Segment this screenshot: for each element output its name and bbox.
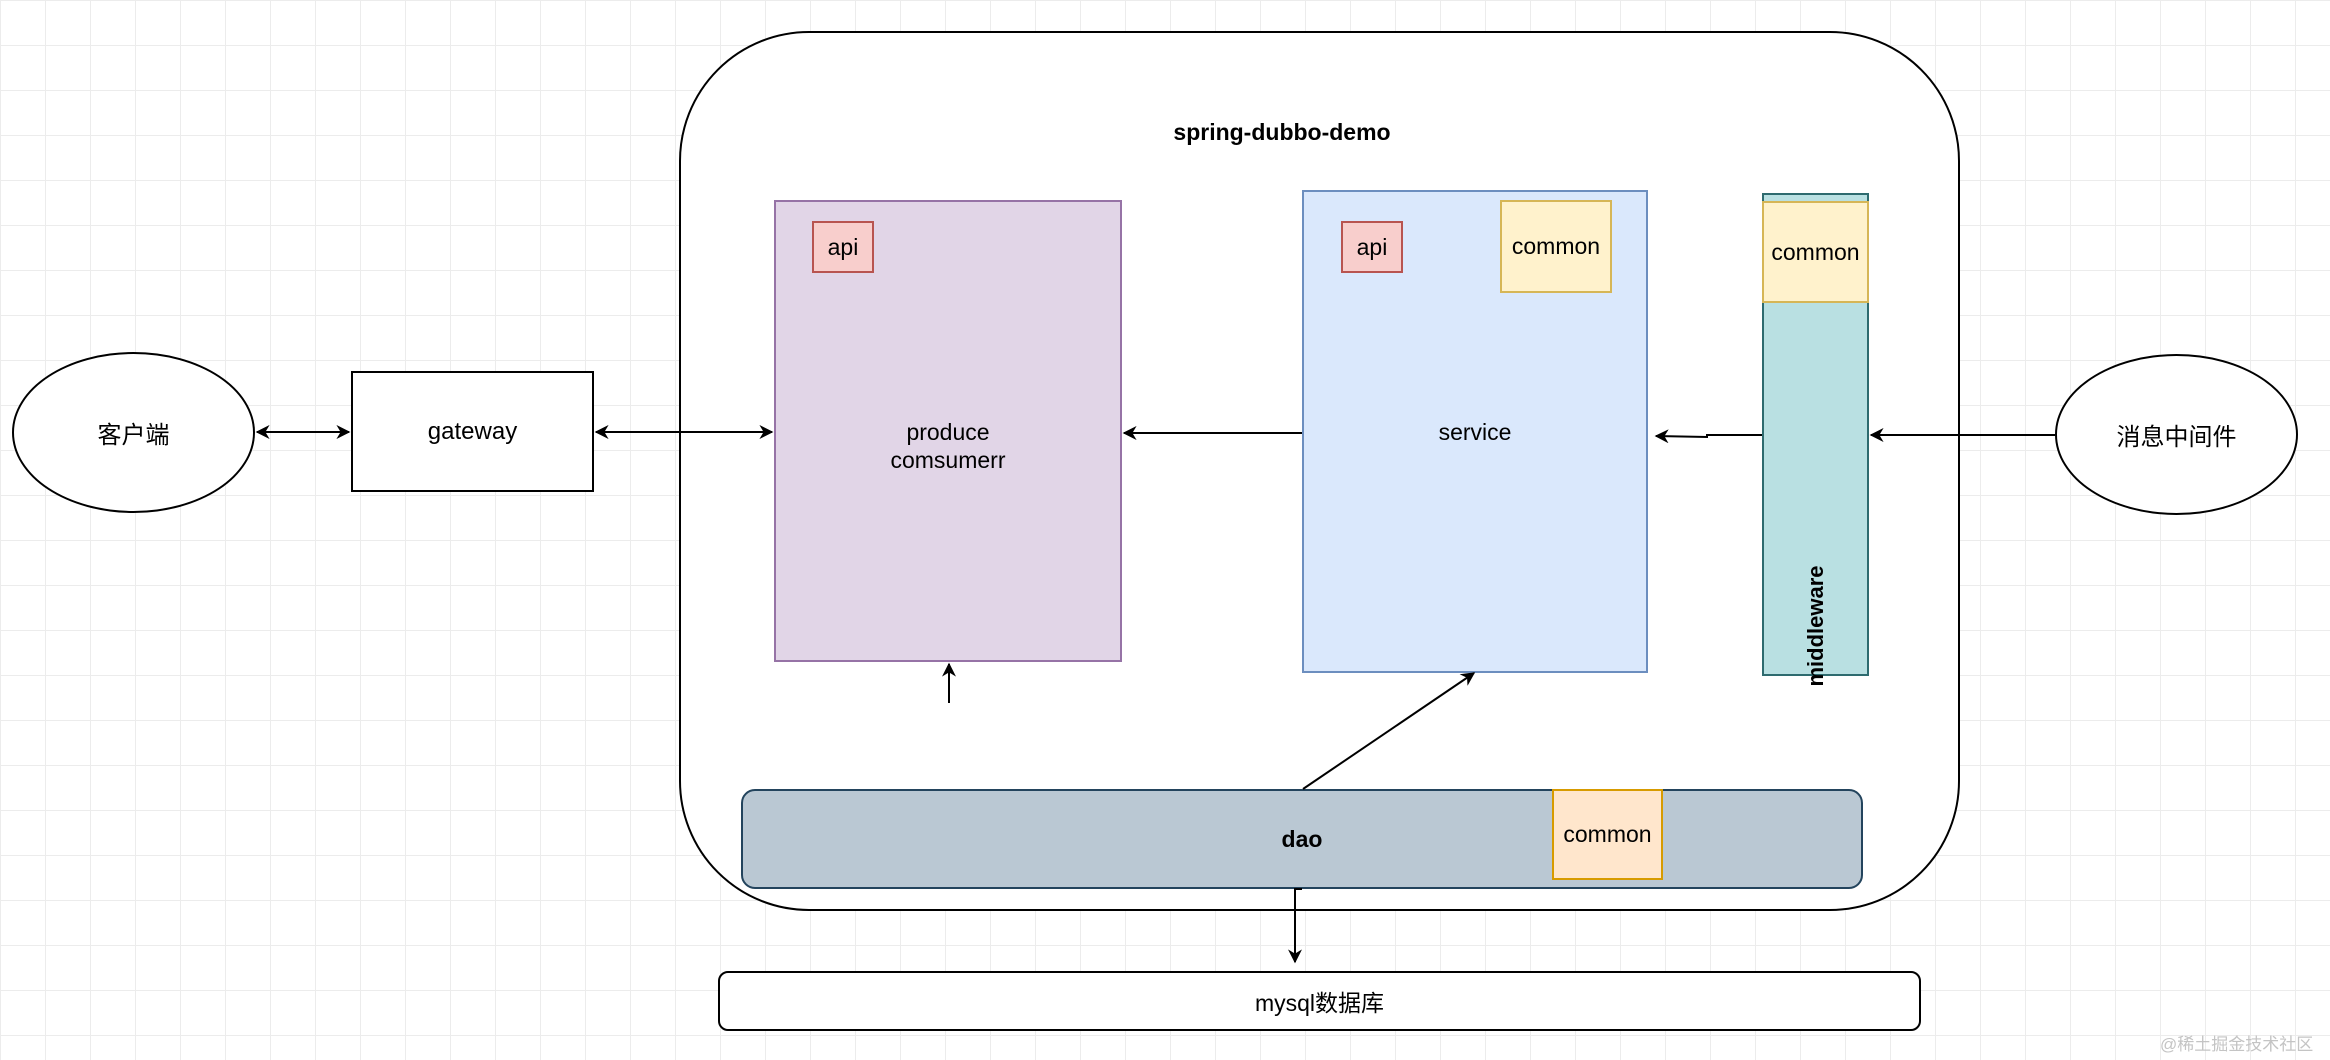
dao-common-module[interactable]: common: [1552, 789, 1663, 880]
middleware-common-module[interactable]: common: [1762, 201, 1869, 303]
edge-dao-service: [1302, 672, 1476, 790]
dao-node[interactable]: dao: [741, 789, 1863, 889]
mysql-label: mysql数据库: [1254, 990, 1385, 1016]
watermark-text: @稀土掘金技术社区: [2160, 1035, 2314, 1054]
message-middleware-node[interactable]: 消息中间件: [2055, 354, 2298, 515]
service-api-label: api: [1356, 233, 1388, 260]
message-middleware-label: 消息中间件: [2116, 424, 2237, 451]
producer-api-label: api: [827, 233, 859, 260]
service-label-wrap: service: [1304, 412, 1646, 452]
producer-consumer-node[interactable]: produce comsumerr: [774, 200, 1122, 662]
dao-common-label: common: [1563, 821, 1652, 847]
service-common-label: common: [1511, 233, 1601, 259]
dao-label: dao: [1281, 825, 1323, 852]
producer-api-module[interactable]: api: [812, 221, 874, 273]
edge-dao-mysql: [1288, 888, 1302, 964]
service-label: service: [1438, 418, 1512, 445]
client-node[interactable]: 客户端: [12, 352, 255, 513]
service-common-module[interactable]: common: [1500, 200, 1612, 293]
producer-label: produce comsumerr: [776, 416, 1120, 476]
gateway-label: gateway: [427, 417, 518, 445]
middleware-common-label: common: [1771, 238, 1860, 265]
mysql-database-node[interactable]: mysql数据库: [718, 971, 1921, 1031]
edge-middleware-service: [1654, 429, 1762, 444]
producer-label-line2: comsumerr: [890, 447, 1006, 473]
producer-label-line1: produce: [906, 419, 990, 445]
container-title: spring-dubbo-demo: [1173, 118, 1391, 145]
gateway-node[interactable]: gateway: [351, 371, 594, 492]
service-api-module[interactable]: api: [1341, 221, 1403, 273]
client-label: 客户端: [97, 422, 170, 449]
